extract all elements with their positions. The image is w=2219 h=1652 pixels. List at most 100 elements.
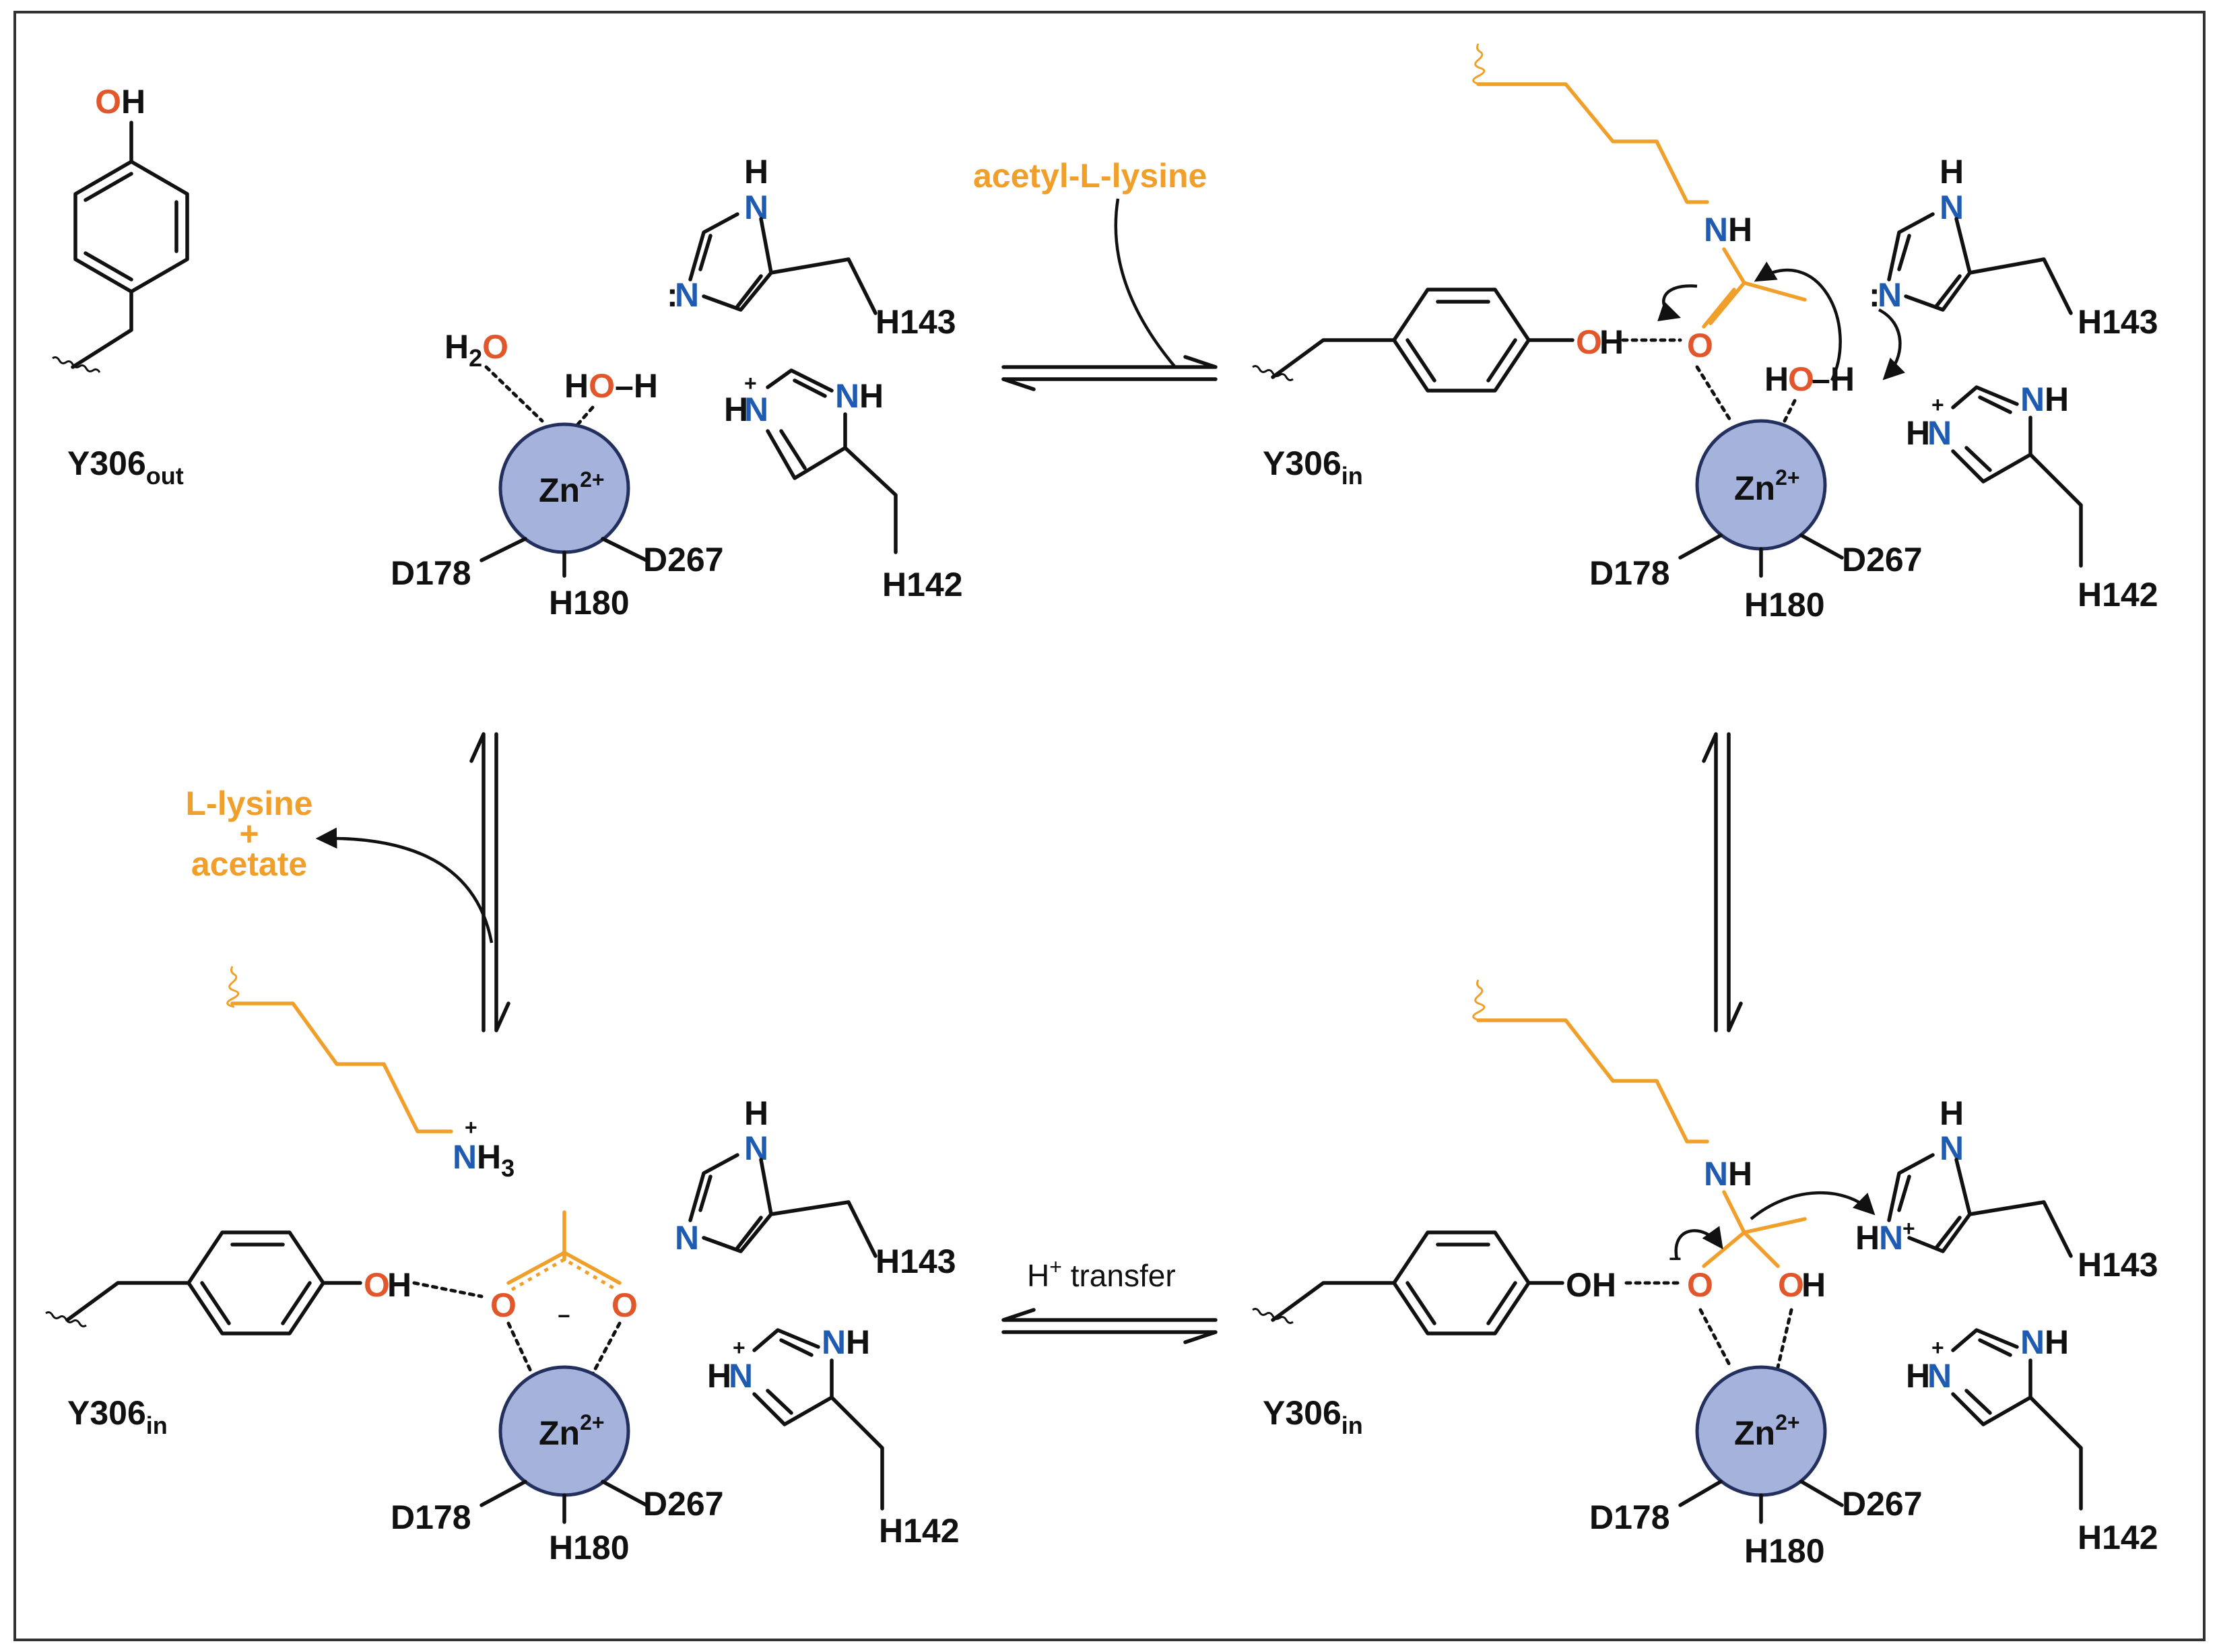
svg-text:H142: H142 — [2078, 576, 2158, 614]
svg-text:D267: D267 — [1842, 1485, 1923, 1523]
histidine-142: H N + N H H142 — [724, 368, 963, 603]
histidine-143: H N : N H143 — [667, 153, 956, 341]
svg-text:O: O — [611, 1286, 638, 1324]
figure-border — [13, 11, 2206, 1641]
svg-text:O: O — [1788, 360, 1814, 398]
svg-text:H143: H143 — [2078, 303, 2158, 341]
equilibrium-arrow-product-release: L-lysine + acetate — [186, 732, 510, 1032]
svg-text:N: N — [744, 189, 768, 226]
svg-text:+: + — [1931, 1335, 1944, 1360]
svg-text:H143: H143 — [2078, 1246, 2158, 1284]
product-label-line3: acetate — [191, 845, 307, 883]
svg-text:O: O — [1687, 1266, 1713, 1304]
svg-text:H180: H180 — [1744, 586, 1825, 624]
svg-text:H: H — [1599, 323, 1624, 361]
ligand-h180: H180 — [549, 584, 630, 622]
svg-text:O: O — [364, 1266, 390, 1304]
panel-resting-state: O H Y306out H2O HO–H Zn2+ D178 D267 H180… — [52, 83, 963, 622]
substrate-label: acetyl-L-lysine — [973, 157, 1207, 195]
svg-text:−: − — [1669, 1247, 1682, 1271]
svg-text:N: N — [729, 1357, 753, 1395]
svg-text:N: N — [1940, 189, 1964, 226]
residue-label: Y306in — [1263, 444, 1363, 490]
svg-text:N: N — [1940, 1129, 1964, 1167]
svg-text:+: + — [733, 1335, 746, 1360]
tyr-hydroxyl-oxygen: O — [95, 83, 121, 121]
svg-text:N: N — [2020, 1323, 2045, 1361]
svg-text:H: H — [1940, 153, 1964, 191]
svg-text:H: H — [707, 1357, 731, 1395]
svg-text:Zn2+: Zn2+ — [1734, 1410, 1800, 1452]
svg-text:N: N — [453, 1138, 477, 1176]
svg-text:N: N — [744, 391, 768, 428]
svg-text:N: N — [1927, 1357, 1952, 1395]
svg-text:H: H — [1801, 1266, 1826, 1304]
svg-text:N: N — [1879, 1219, 1903, 1257]
svg-text:D267: D267 — [643, 1485, 724, 1523]
svg-text:H: H — [387, 1266, 411, 1304]
svg-text:H: H — [744, 1094, 768, 1132]
svg-text:D178: D178 — [1589, 1498, 1670, 1536]
residue-label: Y306in — [67, 1394, 168, 1439]
water-label: H2O — [444, 328, 508, 372]
panel-products-bound: N + H3 O H Y306in O O − Zn2+ D178 D267 H… — [45, 966, 960, 1566]
svg-text:Zn2+: Zn2+ — [1734, 465, 1800, 507]
svg-text:D267: D267 — [1842, 541, 1923, 579]
tyr-hydroxyl-hydrogen: H — [121, 83, 145, 121]
tyrosine-306-out: O H Y306out — [52, 83, 189, 490]
svg-text:OH: OH — [1566, 1266, 1616, 1304]
his-label: H143 — [875, 303, 956, 341]
svg-text:Zn2+: Zn2+ — [539, 1410, 605, 1452]
svg-text:H143: H143 — [875, 1243, 956, 1280]
svg-text:+: + — [1931, 393, 1944, 417]
residue-label: Y306out — [67, 444, 184, 490]
equilibrium-arrow-tetrahedral — [1702, 732, 1743, 1032]
zinc-label: Zn2+ — [539, 467, 605, 509]
svg-text:N: N — [675, 276, 699, 314]
hydroxide-label: HO–H — [564, 367, 658, 405]
svg-text:+: + — [1902, 1216, 1915, 1241]
svg-text:N: N — [835, 377, 859, 415]
svg-text:+: + — [465, 1115, 477, 1139]
svg-text:N: N — [675, 1219, 699, 1257]
svg-text:O: O — [490, 1286, 517, 1324]
svg-text:O: O — [1778, 1266, 1804, 1304]
product-label-line2: + — [239, 815, 259, 853]
svg-text:H: H — [846, 1323, 870, 1361]
svg-text:D178: D178 — [391, 1498, 471, 1536]
zinc-site-1: H2O HO–H Zn2+ D178 D267 H180 — [391, 328, 724, 622]
svg-text:N: N — [1704, 211, 1728, 249]
svg-text:D178: D178 — [1589, 554, 1670, 592]
svg-text:O: O — [1687, 327, 1713, 364]
his-label: H142 — [882, 566, 963, 603]
svg-text:N: N — [1927, 414, 1952, 452]
panel-tetrahedral-intermediate: N H O − O H OH Y306in Zn2+ D178 D267 H18… — [1252, 979, 2158, 1570]
svg-text:+: + — [744, 371, 757, 395]
svg-text:H3: H3 — [477, 1138, 515, 1182]
svg-text:H: H — [2045, 381, 2069, 418]
svg-text:N: N — [744, 1129, 768, 1167]
svg-text:N: N — [1704, 1155, 1728, 1193]
svg-text:H: H — [1764, 360, 1789, 398]
svg-text:H142: H142 — [2078, 1519, 2158, 1556]
equilibrium-arrow-proton-transfer: H+ transfer — [1001, 1255, 1218, 1344]
svg-text:N: N — [2020, 381, 2045, 418]
svg-text:H: H — [1728, 211, 1752, 249]
svg-text:N: N — [1878, 276, 1902, 314]
svg-text:N: N — [822, 1323, 846, 1361]
svg-text:H180: H180 — [1744, 1532, 1825, 1570]
svg-text:H: H — [1906, 1357, 1930, 1395]
svg-text:O: O — [1576, 323, 1602, 361]
ligand-d267: D267 — [643, 541, 724, 579]
svg-text:H180: H180 — [549, 1529, 630, 1566]
svg-text:–H: –H — [1812, 360, 1855, 398]
svg-text:H: H — [1940, 1094, 1964, 1132]
residue-label: Y306in — [1263, 1394, 1363, 1439]
proton-transfer-label: H+ transfer — [1027, 1255, 1176, 1293]
svg-text:H: H — [744, 153, 768, 191]
ligand-d178: D178 — [391, 554, 471, 592]
svg-text:H: H — [1855, 1219, 1880, 1257]
svg-text:−: − — [558, 1304, 570, 1328]
svg-text:H: H — [2045, 1323, 2069, 1361]
